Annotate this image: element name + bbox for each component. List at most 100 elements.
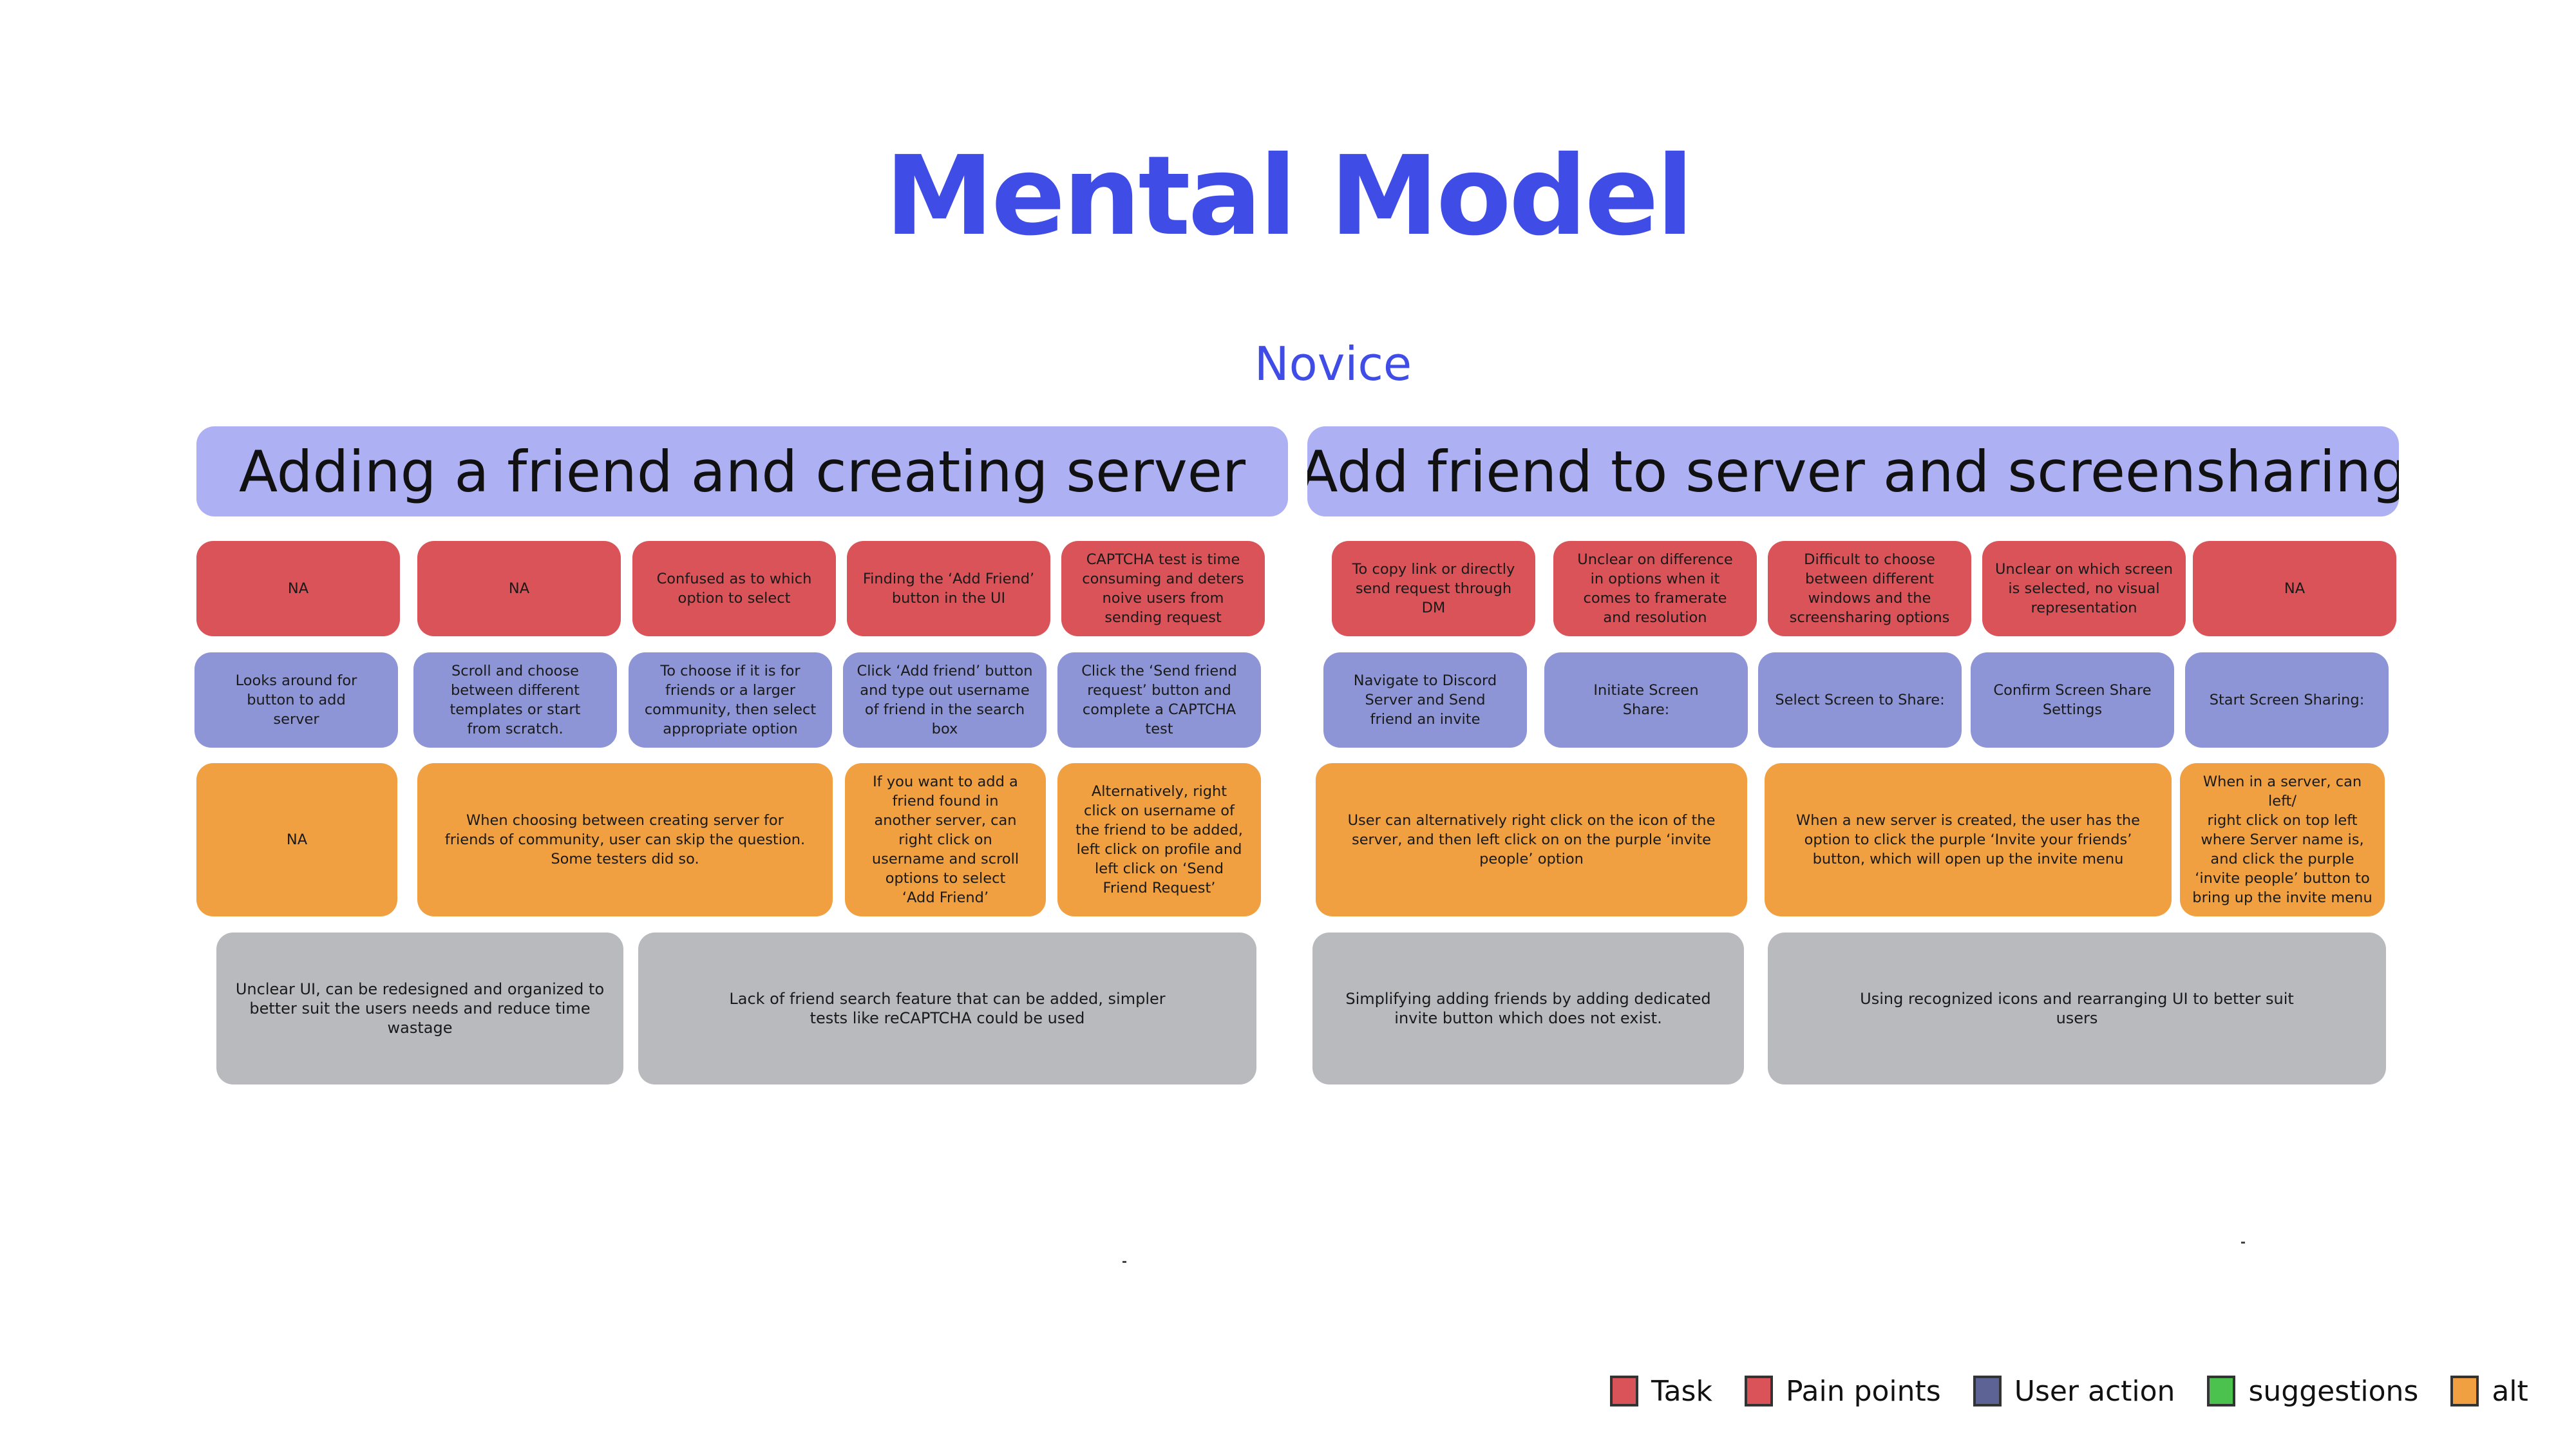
card-text-line: comes to framerate [1583, 590, 1727, 607]
legend-item-suggestions: suggestions [2207, 1375, 2418, 1408]
legend-swatch [2207, 1376, 2236, 1406]
card-text-line: When choosing between creating server fo… [466, 812, 784, 829]
legend-swatch [1973, 1376, 2002, 1406]
card-text-line: another server, can [874, 812, 1017, 829]
card-text-line: the friend to be added, [1075, 822, 1243, 838]
card-text-line: username and scroll [871, 851, 1019, 867]
suggestion-card: Using recognized icons and rearranging U… [1768, 933, 2386, 1084]
card-text-line: send request through [1355, 580, 1512, 597]
card-text-line: sending request [1104, 609, 1222, 626]
legend-swatch [1610, 1376, 1638, 1406]
card-text-line: users [2056, 1009, 2098, 1027]
legend-item-user-action: User action [1973, 1375, 2175, 1408]
suggestion-card: Simplifying adding friends by adding ded… [1312, 933, 1744, 1084]
card-text-line: Settings [2042, 701, 2103, 718]
card-text-line: noive users from [1102, 590, 1224, 607]
card-text-line: bring up the invite menu [2192, 889, 2372, 906]
card-text-line: between different [450, 682, 580, 699]
card-text-line: DM [1421, 600, 1446, 616]
section-header-right: Add friend to server and screensharing [1307, 426, 2399, 516]
card-text-line: button, which will open up the invite me… [1812, 851, 2124, 867]
pain-point-card: NA [417, 541, 621, 636]
card-text-line: Unclear on which screen [1994, 561, 2174, 578]
pain-point-card: To copy link or directly send request thr… [1332, 541, 1535, 636]
legend-label: Task [1651, 1374, 1712, 1408]
card-text-line: ‘Add Friend’ [902, 889, 989, 906]
card-text-line: people’ option [1479, 851, 1584, 867]
card-text-line: Friend Request’ [1103, 880, 1216, 896]
user-action-card: Select Screen to Share: [1758, 652, 1962, 748]
card-text-line: Difficult to choose [1804, 551, 1935, 568]
card-text-line: Initiate Screen [1593, 682, 1699, 699]
legend-item-alt: alt [2450, 1375, 2528, 1408]
card-text-line: right click on [898, 831, 992, 848]
card-text-line: community, then select [644, 701, 817, 718]
card-text-line: option to click the purple ‘Invite your … [1804, 831, 2132, 848]
legend-swatch [1744, 1376, 1773, 1406]
page-title: Mental Model [884, 133, 1694, 260]
card-text-line: friends or a larger [665, 682, 796, 699]
card-text-line: is selected, no visual [2008, 580, 2160, 597]
card-text-line: When a new server is created, the user h… [1795, 812, 2141, 829]
user-action-card: To choose if it is for friends or a large… [629, 652, 832, 748]
card-text-line: friend found in [892, 793, 999, 810]
card-text-line: appropriate option [663, 721, 798, 737]
card-text-line: between different [1804, 571, 1934, 587]
page-subtitle: Novice [1254, 337, 1412, 391]
card-text-line: left click on profile and [1076, 841, 1242, 858]
stray-mark [2241, 1242, 2245, 1244]
card-text-line: Start Screen Sharing: [2209, 692, 2365, 708]
card-text-line: Select Screen to Share: [1775, 692, 1945, 708]
card-text-line: Unclear UI, can be redesigned and organi… [235, 980, 605, 998]
card-text-line: and click the purple [2210, 851, 2354, 867]
card-text-line: To choose if it is for [660, 663, 800, 679]
pain-point-card: Finding the ‘Add Friend’button in the UI [847, 541, 1050, 636]
section-header-left: Adding a friend and creating server [196, 426, 1288, 516]
user-action-card: Start Screen Sharing: [2185, 652, 2389, 748]
suggestion-card: Unclear UI, can be redesigned and organi… [216, 933, 623, 1084]
card-text-line: Server and Send [1365, 692, 1486, 708]
card-text-line: left click on ‘Send [1094, 860, 1224, 877]
card-text-line: server, and then left click on on the pu… [1351, 831, 1711, 848]
legend-item-pain-points: Pain points [1744, 1374, 1941, 1408]
card-text-line: consuming and deters [1082, 571, 1244, 587]
card-text-line: invite button which does not exist. [1394, 1009, 1662, 1027]
card-text-line: from scratch. [467, 721, 564, 737]
alternative-card: When choosing between creating server fo… [417, 763, 833, 916]
card-text-line: Click the ‘Send friend [1081, 663, 1237, 679]
card-text-line: better suit the users needs and reduce t… [249, 999, 591, 1018]
card-text-line: NA [508, 580, 530, 597]
card-text-line: Confused as to which [656, 571, 812, 587]
card-text-line: Using recognized icons and rearranging U… [1860, 990, 2294, 1008]
card-text-line: To copy link or directly [1352, 561, 1515, 578]
card-text-line: Lack of friend search feature that can b… [729, 990, 1166, 1008]
card-text-line: right click on top left [2207, 812, 2358, 829]
legend-label: Pain points [1785, 1374, 1941, 1408]
alternative-card: NA [196, 763, 397, 916]
card-text-line: button to add [247, 692, 346, 708]
card-text-line: and type out username [860, 682, 1030, 699]
card-text-line: Finding the ‘Add Friend’ [862, 571, 1035, 587]
card-text-line: where Server name is, [2201, 831, 2364, 848]
card-text-line: Unclear on difference [1577, 551, 1733, 568]
alternative-card: User can alternatively right click on th… [1316, 763, 1747, 916]
card-text-line: Scroll and choose [451, 663, 580, 679]
card-text-line: Share: [1622, 701, 1670, 718]
legend-label: User action [2014, 1374, 2175, 1408]
card-text-line: ‘invite people’ button to [2195, 870, 2370, 887]
stray-mark [1122, 1261, 1126, 1263]
card-text-line: options to select [885, 870, 1006, 887]
card-text-line: NA [287, 580, 309, 597]
card-text-line: server [273, 711, 319, 728]
card-text-line: Some testers did so. [551, 851, 699, 867]
